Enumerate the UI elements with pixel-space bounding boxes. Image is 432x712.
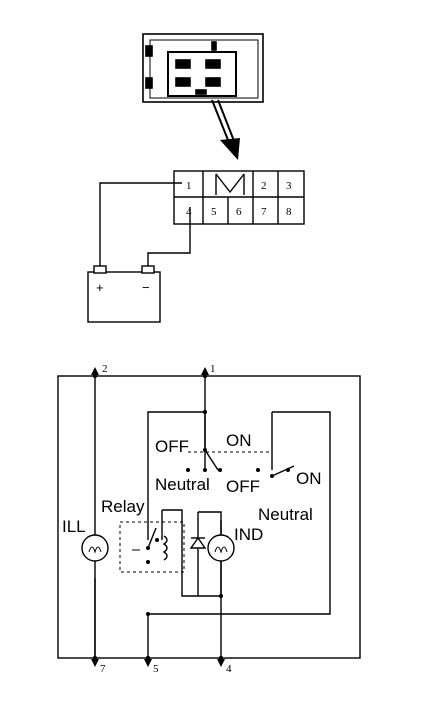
ind-label: IND xyxy=(234,525,263,544)
battery-plus-label: + xyxy=(96,280,104,295)
switch-unit-drawing xyxy=(142,33,264,103)
pin-3-label: 3 xyxy=(286,180,292,192)
terminal-buses xyxy=(94,370,222,664)
pin-1-label: 1 xyxy=(186,180,192,192)
pin-8-label: 8 xyxy=(286,206,292,218)
connector-block xyxy=(173,170,305,225)
battery-minus-label: − xyxy=(142,280,150,295)
terminal-5-label: 5 xyxy=(153,663,159,675)
switch-blades xyxy=(204,449,295,477)
connector-pin-labels: 1 2 3 4 5 6 7 8 xyxy=(186,180,292,218)
ind-lamp xyxy=(207,534,235,562)
pin-6-label: 6 xyxy=(236,206,242,218)
relay-label: Relay xyxy=(101,497,145,516)
schematic-frame xyxy=(57,375,361,659)
terminal-2-label: 2 xyxy=(102,363,108,375)
off-top-label: OFF xyxy=(155,437,189,456)
battery xyxy=(87,265,161,323)
switch-linkage xyxy=(188,451,273,470)
off-switch-label: OFF xyxy=(226,477,260,496)
on-switch-label: ON xyxy=(296,469,322,488)
inner-wiring xyxy=(94,410,331,658)
on-top-label: ON xyxy=(226,431,252,450)
pin-7-label: 7 xyxy=(261,206,267,218)
pin-2-label: 2 xyxy=(261,180,267,192)
relay-contacts xyxy=(146,538,159,564)
terminal-1-label: 1 xyxy=(210,363,216,375)
terminal-4-label: 4 xyxy=(226,663,232,675)
terminal-dots xyxy=(92,373,224,661)
battery-wiring xyxy=(99,182,191,268)
pin-4-label: 4 xyxy=(186,206,192,218)
neutral-center-label: Neutral xyxy=(155,475,210,494)
terminal-arrows xyxy=(91,367,225,667)
ill-label: ILL xyxy=(62,517,86,536)
neutral-right-label: Neutral xyxy=(258,505,313,524)
pointer-arrow xyxy=(211,99,240,160)
ill-lamp xyxy=(81,534,109,562)
relay xyxy=(119,521,185,573)
diode xyxy=(189,536,207,549)
pin-5-label: 5 xyxy=(211,206,217,218)
terminal-7-label: 7 xyxy=(100,663,106,675)
